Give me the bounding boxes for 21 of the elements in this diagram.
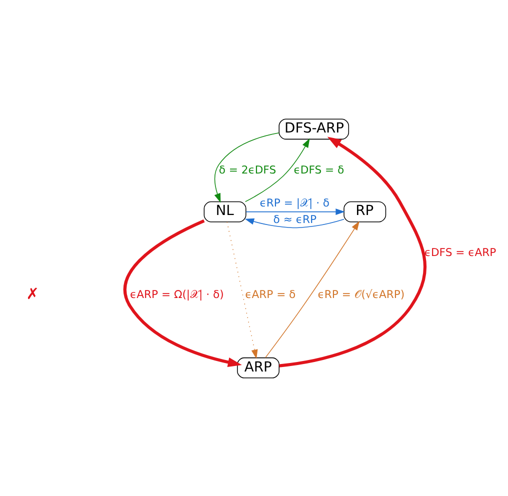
- edge-label: ϵDFS = ϵARP: [424, 245, 496, 258]
- edge-label: ϵDFS = δ: [294, 162, 344, 176]
- edge-label: δ ≈ ϵRP: [273, 212, 316, 226]
- arrow: [214, 132, 280, 202]
- arrow: [244, 138, 310, 202]
- edge-label: ϵARP = Ω(|𝒳| · δ): [130, 288, 224, 301]
- node-box: NL: [204, 200, 246, 222]
- edge-label: ϵRP = |𝒳| · δ: [260, 196, 330, 210]
- arrow: [279, 136, 426, 367]
- node-box: DFS-ARP: [278, 118, 350, 140]
- arrow: [244, 218, 344, 228]
- edge-label: ϵARP = δ: [245, 288, 296, 301]
- edge-label: ϵRP = 𝒪(√ϵARP): [318, 288, 405, 301]
- arrow: [246, 208, 345, 215]
- node-box: ARP: [237, 356, 280, 378]
- arrow: [123, 218, 242, 367]
- label: ✗: [26, 284, 40, 303]
- node-box: RP: [344, 200, 386, 222]
- arrow: [265, 220, 360, 358]
- arrow: [226, 221, 258, 358]
- edge-label: δ = 2ϵDFS: [218, 162, 276, 176]
